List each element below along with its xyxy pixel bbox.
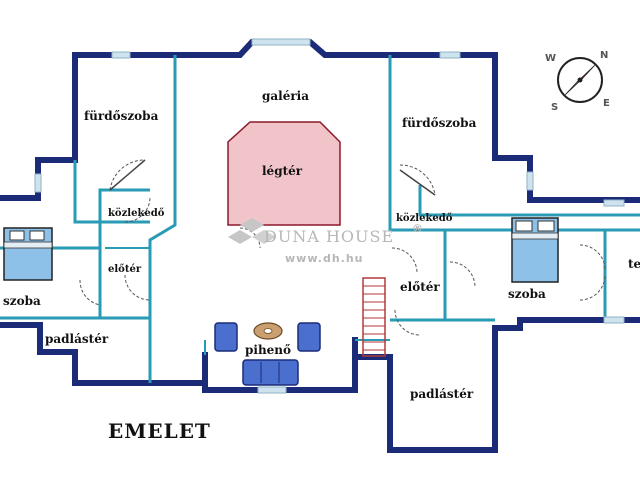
compass-s: S	[551, 102, 558, 113]
label-kozlekedo-right: közlekedő	[396, 213, 453, 224]
label-szoba-left: szoba	[3, 294, 41, 308]
label-kozlekedo-left: közlekedő	[108, 208, 165, 219]
void-area	[227, 121, 341, 226]
label-galeria: galéria	[262, 89, 309, 103]
watermark: DUNA HOUSE ® www.dh.hu	[228, 218, 424, 265]
bed-left	[3, 227, 53, 281]
floor-title: EMELET	[108, 419, 211, 443]
label-legter: légtér	[262, 164, 303, 178]
windows	[34, 38, 625, 394]
label-terasz-cut: te	[628, 257, 640, 271]
label-szoba-right: szoba	[508, 287, 546, 301]
label-padlaster-left: padlástér	[45, 332, 109, 346]
watermark-logo-icon	[228, 218, 276, 244]
bed-right	[511, 217, 559, 283]
watermark-reg: ®	[412, 222, 424, 235]
compass-e: E	[603, 98, 610, 109]
label-eloter-left: előtér	[108, 264, 142, 275]
label-eloter-right: előtér	[400, 280, 440, 294]
watermark-brand: DUNA HOUSE	[264, 227, 394, 246]
label-piheno: pihenő	[245, 343, 291, 357]
label-furdoszoba-left: fürdőszoba	[84, 109, 159, 123]
compass-icon: N E S W	[545, 50, 610, 113]
label-padlaster-right: padlástér	[410, 387, 474, 401]
compass-n: N	[600, 50, 608, 61]
stairs	[362, 277, 386, 357]
doors	[79, 159, 606, 336]
compass-w: W	[545, 53, 556, 64]
label-furdoszoba-right: fürdőszoba	[402, 116, 477, 130]
lounge-furniture	[214, 322, 321, 386]
watermark-url: www.dh.hu	[285, 252, 364, 265]
room-labels: galéria légtér fürdőszoba fürdőszoba köz…	[3, 89, 640, 401]
